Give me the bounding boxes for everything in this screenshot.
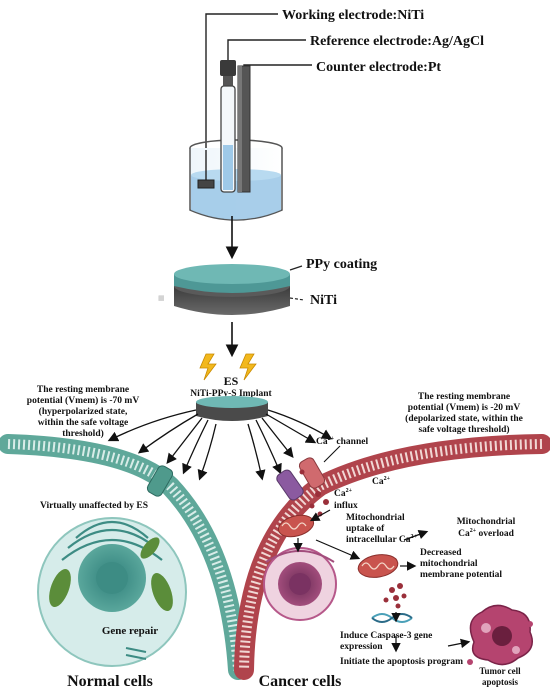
overload-line-2: Ca2+ overload	[458, 528, 514, 539]
ppy-coating-label: PPy coating	[306, 257, 377, 272]
gene-repair-label: Gene repair	[102, 625, 158, 637]
mito-uptake-line-2: uptake of	[346, 524, 385, 534]
unaffected-label: Virtually unaffected by ES	[40, 501, 148, 511]
normal-potential-line-2: potential (Vmem) is -70 mV	[27, 395, 140, 406]
normal-cell	[0, 434, 248, 680]
es-label: ES	[224, 374, 239, 388]
tumor-apoptosis-line-1: Tumor cell	[479, 666, 521, 676]
cancer-pathway-arrows	[293, 509, 471, 653]
ca-influx-label: Ca2+	[334, 488, 353, 499]
tumor-apoptosis-line-2: apoptosis	[482, 677, 519, 687]
decreased-line-1: Decreased	[420, 548, 462, 558]
overload-line-1: Mitochondrial	[457, 517, 516, 527]
implant-disc: ▦	[158, 264, 305, 315]
normal-potential-line-1: The resting membrane	[37, 385, 129, 395]
mito-uptake-line-3: intracellular Ca2+	[346, 534, 417, 545]
cancer-potential-line-4: safe voltage threshold)	[418, 424, 509, 435]
decreased-line-2: mitochondrial	[420, 559, 478, 569]
reference-electrode-label: Reference electrode:Ag/AgCl	[310, 34, 484, 49]
caspase-line-1: Induce Caspase-3 gene	[340, 631, 432, 641]
electrochemical-cell	[189, 13, 312, 221]
niti-label: NiTi	[310, 293, 337, 308]
mito-uptake-line-1: Mitochondrial	[346, 513, 405, 523]
normal-potential-line-4: within the safe voltage	[38, 418, 129, 428]
influx-label: influx	[334, 501, 358, 511]
normal-potential-line-3: (hyperpolarized state,	[39, 406, 128, 417]
decreased-line-3: membrane potential	[420, 570, 502, 580]
cancer-potential-line-2: potential (Vmem) is -20 mV	[408, 402, 521, 413]
lightning-icon-right	[239, 353, 257, 381]
counter-electrode-label: Counter electrode:Pt	[316, 60, 441, 75]
stimulation-arrows	[107, 409, 333, 481]
normal-cells-title: Normal cells	[67, 673, 153, 690]
lightning-icon-left	[199, 353, 217, 381]
ca-ion-label: Ca2+	[372, 476, 391, 487]
ca-channel-label: Ca2+ channel	[316, 436, 368, 447]
implant-name-label: NiTi-PPy-S Implant	[190, 389, 272, 399]
cancer-cells-title: Cancer cells	[259, 673, 342, 690]
cancer-potential-line-1: The resting membrane	[418, 392, 510, 402]
svg-text:▦: ▦	[158, 295, 165, 302]
normal-potential-line-5: threshold)	[62, 428, 104, 439]
small-implant-icon	[196, 396, 268, 421]
apoptosis-program-label: Initiate the apoptosis program	[340, 657, 463, 667]
caspase-line-2: expression	[340, 642, 383, 652]
cancer-cell	[234, 434, 550, 680]
working-electrode-label: Working electrode:NiTi	[282, 8, 424, 23]
cancer-potential-line-3: (depolarized state, within the	[405, 413, 523, 424]
